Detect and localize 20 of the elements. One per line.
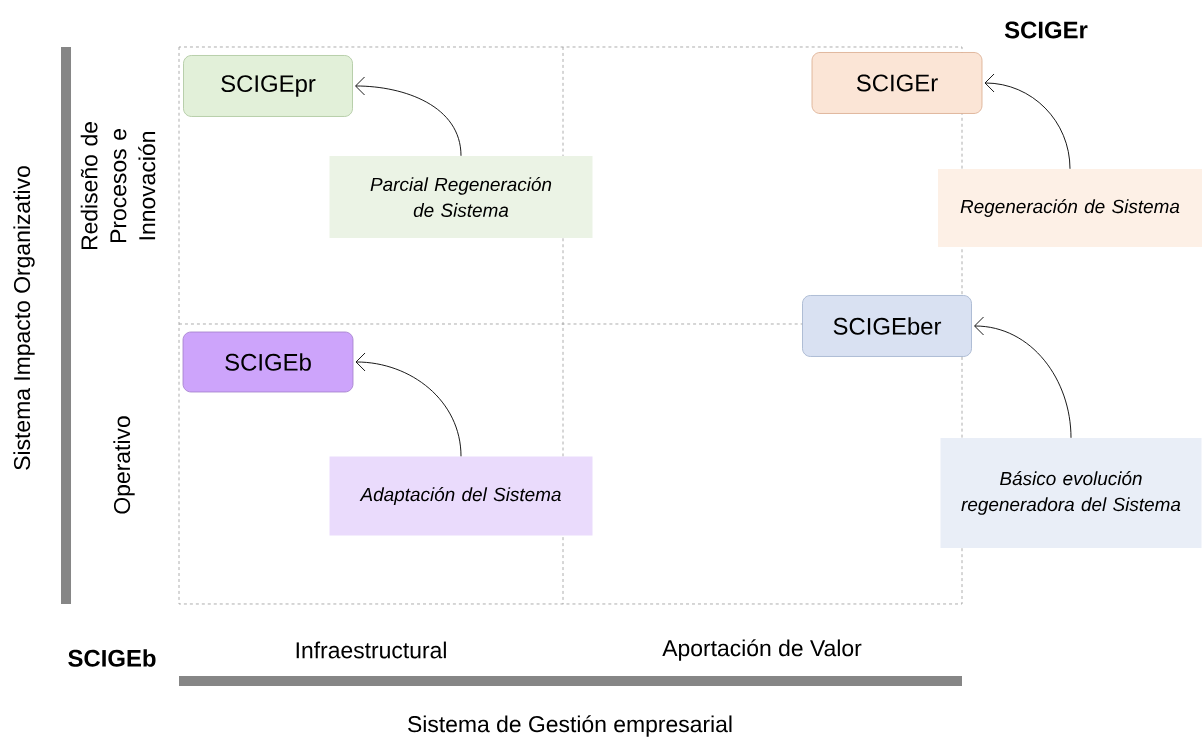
axis-label: Operativo [113, 416, 135, 514]
text-box: Adaptación del Sistema [329, 456, 593, 536]
rounded-box: SCIGEb [182, 331, 354, 393]
curved-arrow [984, 73, 1071, 170]
axis-title: Sistema Impacto Organizativo [13, 166, 35, 470]
axis-label: Rediseño de Procesos e Innovación [80, 122, 156, 250]
axis-label: Aportación de Valor [662, 639, 862, 661]
curved-arrow [355, 76, 462, 157]
text-box: Regeneración de Sistema [938, 169, 1202, 247]
quadrant-label: SCIGEb [68, 649, 156, 667]
curved-arrow [355, 352, 462, 457]
text-box: Básico evolución regeneradora del Sistema [940, 438, 1202, 548]
axis-label: Infraestructural [296, 641, 446, 659]
rounded-box: SCIGEr [811, 52, 983, 114]
curved-arrow [974, 316, 1072, 439]
axis-title: Sistema de Gestión empresarial [408, 715, 732, 737]
rounded-box: SCIGEpr [183, 55, 353, 117]
text-box: Parcial Regeneración de Sistema [329, 156, 593, 238]
rounded-box: SCIGEber [802, 295, 972, 357]
quadrant-label: SCIGEr [1004, 21, 1088, 39]
